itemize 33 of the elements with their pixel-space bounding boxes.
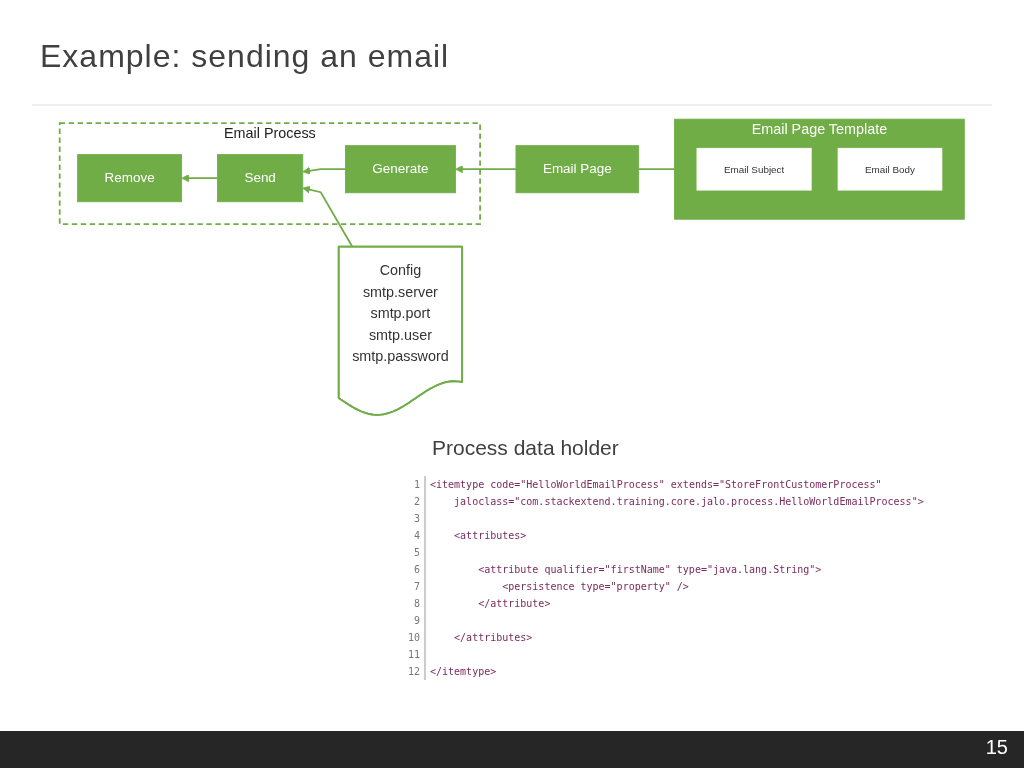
slide-title: Example: sending an email bbox=[40, 38, 450, 75]
line-number: 5 bbox=[400, 544, 425, 561]
node-box: Send bbox=[217, 154, 304, 203]
line-number: 7 bbox=[400, 578, 425, 595]
line-number: 10 bbox=[400, 629, 425, 646]
line-number: 6 bbox=[400, 561, 425, 578]
section-heading: Process data holder bbox=[432, 436, 619, 460]
code-line: </attribute> bbox=[477, 598, 551, 609]
line-number: 8 bbox=[400, 595, 425, 612]
page-number: 15 bbox=[985, 736, 1008, 759]
line-number: 11 bbox=[400, 646, 425, 663]
arrow bbox=[302, 166, 347, 175]
code-line: <itemtype code="HelloWorldEmailProcess" extends="StoreFrontCustomerProcess" bbox=[430, 479, 882, 490]
code-line: </attributes> bbox=[453, 632, 533, 643]
line-number: 9 bbox=[400, 612, 425, 629]
line-number: 12 bbox=[400, 663, 425, 680]
line-number: 3 bbox=[400, 510, 425, 527]
node-box: Email Body bbox=[837, 147, 943, 191]
arrow bbox=[181, 174, 219, 183]
code-line: <attributes> bbox=[453, 530, 527, 541]
line-number: 2 bbox=[400, 493, 425, 510]
node-box: Remove bbox=[77, 154, 183, 203]
line-number: 1 bbox=[400, 476, 425, 493]
code-line: <persistence type="property" /> bbox=[501, 581, 689, 592]
node-box: Email Subject bbox=[696, 147, 812, 191]
code-line: jaloclass="com.stackextend.training.core.jalo.process.HelloWorldEmailProcess"> bbox=[453, 496, 924, 507]
node-box: Email Page bbox=[515, 145, 640, 194]
arrow bbox=[455, 165, 517, 174]
code-line: </itemtype> bbox=[430, 666, 497, 677]
node-box: Generate bbox=[345, 145, 456, 194]
code-line: <attribute qualifier="firstName" type="java.lang.String"> bbox=[477, 564, 822, 575]
connector bbox=[637, 168, 676, 171]
line-number: 4 bbox=[400, 527, 425, 544]
